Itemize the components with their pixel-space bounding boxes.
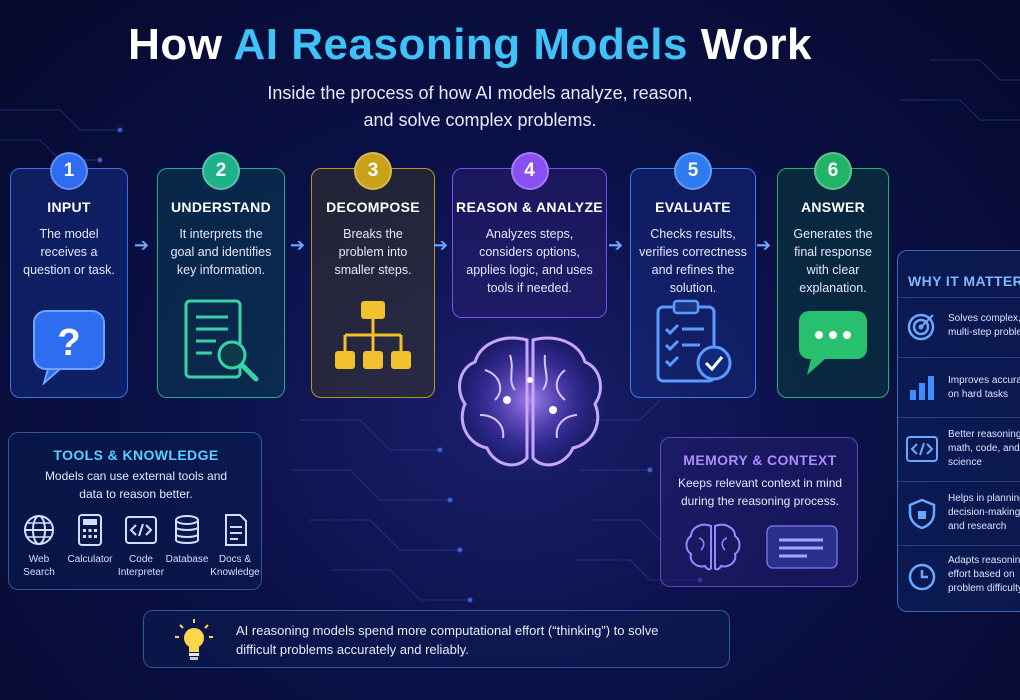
mini-brain-icon <box>683 520 743 577</box>
page-subtitle: Inside the process of how AI models anal… <box>180 80 780 134</box>
globe-icon <box>24 515 54 545</box>
step-description: Checks results, verifies correctness and… <box>639 227 747 295</box>
flow-arrow: ➔ <box>756 235 772 255</box>
flow-arrow: ➔ <box>134 235 150 255</box>
lightbulb-icon <box>175 619 213 660</box>
page-title: How AI Reasoning Models Work <box>128 20 812 69</box>
step-description: Generates the final response with clear … <box>793 227 873 295</box>
step-description: The model receives a question or task. <box>23 227 115 277</box>
step-number: 6 <box>814 152 852 190</box>
step-card-reason-analyze: 4 REASON & ANALYZE Analyzes steps, consi… <box>452 152 607 318</box>
flow-arrow: ➔ <box>608 235 624 255</box>
tools-knowledge-panel: TOOLS & KNOWLEDGE Models can use externa… <box>8 432 262 590</box>
step-title: EVALUATE <box>655 199 731 215</box>
tool-web-search: Web Search <box>17 513 61 579</box>
why-text: Improves accuracy on hard tasks <box>948 375 1020 400</box>
flow-arrow: ➔ <box>290 235 306 255</box>
step-number: 3 <box>354 152 392 190</box>
step-description: Breaks the problem into smaller steps. <box>334 227 412 277</box>
step-title: ANSWER <box>800 199 866 215</box>
brain-icon <box>445 320 615 495</box>
why-item: Solves complex, multi-step problems <box>898 297 1020 358</box>
why-text: Better reasoning in math, code, and scie… <box>948 429 1020 468</box>
step-title: DECOMPOSE <box>326 199 420 215</box>
question-bubble-icon: ? <box>30 307 108 390</box>
chat-bubble-icon <box>795 307 871 384</box>
code-icon <box>906 436 938 462</box>
tool-calculator: Calculator <box>65 513 115 566</box>
tool-label: Web Search <box>23 554 55 578</box>
step-number: 5 <box>674 152 712 190</box>
calculator-icon <box>78 514 102 546</box>
tool-label: Database <box>165 554 209 565</box>
checklist-icon <box>650 297 736 392</box>
tools-description: Models can use external tools and data t… <box>44 469 228 501</box>
step-card-answer: 6 ANSWER Generates the final response wi… <box>777 152 889 398</box>
tool-docs-knowledge: Docs & Knowledge <box>209 513 261 579</box>
tool-code-interpreter: Code Interpreter <box>113 513 169 579</box>
step-number: 4 <box>510 152 549 190</box>
why-item: Better reasoning in math, code, and scie… <box>898 417 1020 482</box>
memory-title: MEMORY & CONTEXT <box>683 452 837 468</box>
step-description: It interprets the goal and identifies ke… <box>170 227 272 277</box>
step-title: INPUT <box>47 199 91 215</box>
bar-chart-icon <box>910 376 934 400</box>
bottom-note-text: AI reasoning models spend more computati… <box>236 621 726 659</box>
step-number: 1 <box>50 152 88 190</box>
tool-database: Database <box>165 513 209 566</box>
svg-text:?: ? <box>57 322 80 364</box>
tool-label: Docs & Knowledge <box>210 554 260 578</box>
memory-context-panel: MEMORY & CONTEXT Keeps relevant context … <box>660 437 858 587</box>
bottom-note-line-1: AI reasoning models spend more computati… <box>236 623 659 638</box>
shield-icon <box>908 498 936 530</box>
step-card-input: 1 INPUT The model receives a question or… <box>10 152 128 398</box>
flow-arrow: ➔ <box>433 235 449 255</box>
step-card-understand: 2 UNDERSTAND It interprets the goal and … <box>157 152 285 398</box>
database-icon <box>175 515 199 544</box>
step-description: Analyzes steps, considers options, appli… <box>466 227 593 295</box>
document-icon <box>225 514 247 546</box>
hierarchy-icon <box>333 297 413 382</box>
subtitle-line-2: and solve complex problems. <box>363 110 597 130</box>
target-icon <box>907 313 935 341</box>
step-card-decompose: 3 DECOMPOSE Breaks the problem into smal… <box>311 152 435 398</box>
why-text: Adapts reasoning effort based on problem… <box>948 555 1020 594</box>
step-card-evaluate: 5 EVALUATE Checks results, verifies corr… <box>630 152 756 398</box>
clock-icon <box>908 563 936 591</box>
step-title: REASON & ANALYZE <box>456 199 603 215</box>
bottom-note-line-2: difficult problems accurately and reliab… <box>236 642 469 657</box>
context-notes-icon <box>765 524 839 575</box>
tool-label: Code Interpreter <box>117 554 165 578</box>
subtitle-line-1: Inside the process of how AI models anal… <box>267 83 693 103</box>
why-text: Solves complex, multi-step problems <box>948 313 1020 338</box>
tool-label: Calculator <box>67 554 113 565</box>
bottom-note: AI reasoning models spend more computati… <box>143 610 730 668</box>
document-search-icon <box>178 297 264 392</box>
code-icon <box>125 516 157 544</box>
why-item: Helps in planning, decision-making, and … <box>898 481 1020 546</box>
step-number: 2 <box>202 152 240 190</box>
why-item: Improves accuracy on hard tasks <box>898 357 1020 418</box>
why-item: Adapts reasoning effort based on problem… <box>898 545 1020 610</box>
tools-title: TOOLS & KNOWLEDGE <box>53 447 219 463</box>
memory-description: Keeps relevant context in mind during th… <box>677 476 843 508</box>
step-title: UNDERSTAND <box>171 199 271 215</box>
why-text: Helps in planning, decision-making, and … <box>948 493 1020 532</box>
